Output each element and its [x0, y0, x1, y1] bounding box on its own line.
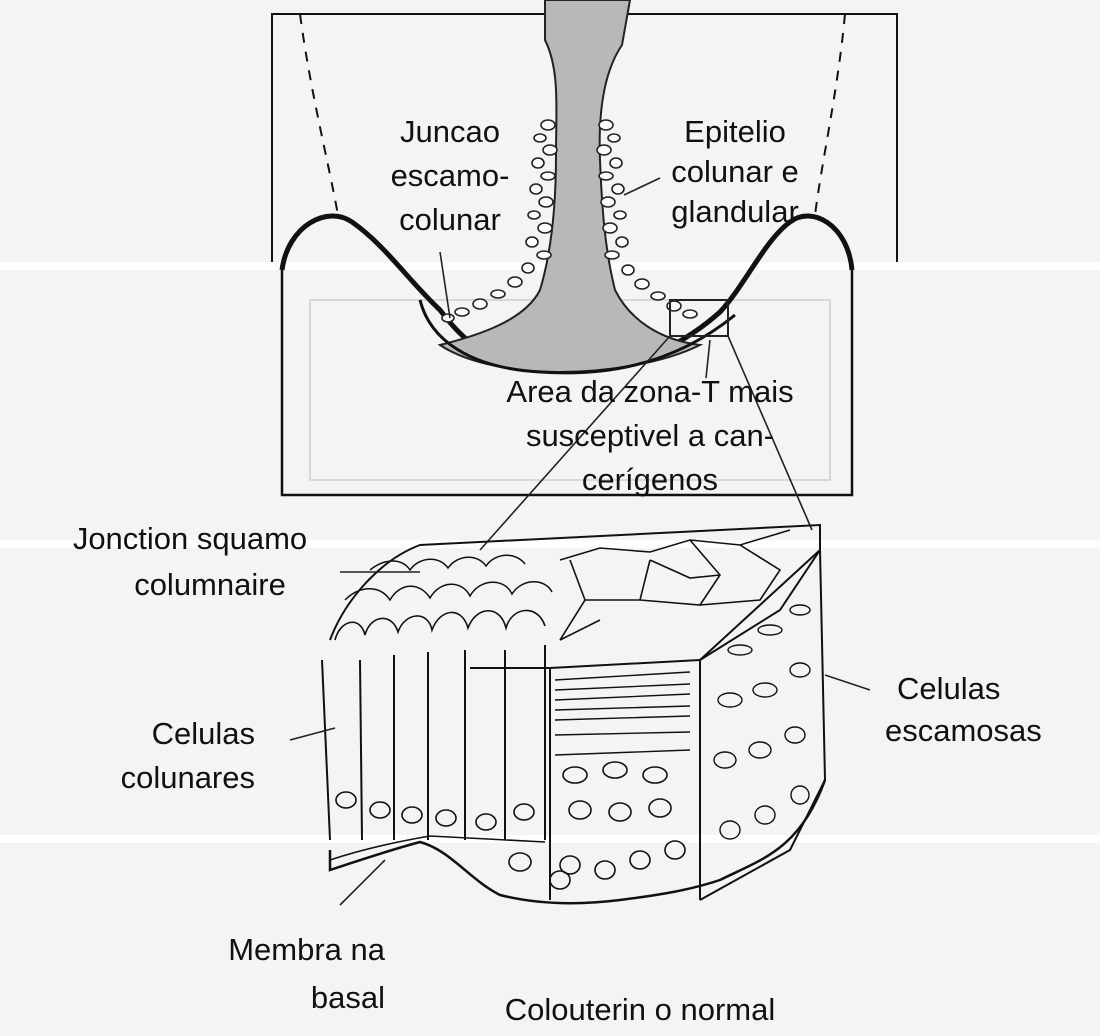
- squamous-layers: [555, 672, 690, 755]
- leader-membrana: [340, 860, 385, 905]
- label-celulas-colunares: Celulas colunares: [80, 712, 255, 800]
- label-jonction: Jonction squamo columnaire: [55, 516, 325, 608]
- label-epitelio-line3: glandular: [650, 192, 820, 232]
- right-face-cells: [714, 605, 810, 839]
- label-membrana-basal: Membra na basal: [185, 926, 385, 1022]
- columnar-top-rows: [345, 555, 552, 600]
- label-colunares-line2: colunares: [80, 756, 255, 800]
- squamous-top-polygons: [560, 530, 790, 640]
- label-area-zona-t: Area da zona-T mais susceptivel a can- c…: [480, 370, 820, 502]
- tissue-block: [322, 525, 825, 903]
- label-epitelio-line2: colunar e: [650, 152, 820, 192]
- basal-membrane: [330, 780, 825, 903]
- squamous-nuclei: [560, 762, 685, 879]
- block-top-surface: [330, 525, 820, 668]
- label-area-line1: Area da zona-T mais: [480, 370, 820, 414]
- leader-colunares: [290, 728, 335, 740]
- label-area-line2: susceptivel a can-: [480, 414, 820, 458]
- label-juncao: Juncao escamo- colunar: [345, 110, 555, 242]
- squamous-front-face: [550, 660, 700, 900]
- label-epitelio-line1: Epitelio: [650, 112, 820, 152]
- columnar-cells: [322, 645, 545, 840]
- label-epitelio: Epitelio colunar e glandular: [650, 112, 820, 232]
- caption: Colouterin o normal: [485, 992, 795, 1028]
- label-membrana-line1: Membra na: [185, 926, 385, 974]
- leader-escamosas: [825, 675, 870, 690]
- label-celulas-escamosas: Celulas escamosas: [885, 668, 1075, 752]
- label-jonction-line2: columnaire: [55, 562, 325, 608]
- label-juncao-line2: escamo-: [345, 154, 555, 198]
- label-area-line3: cerígenos: [480, 458, 820, 502]
- basal-nuclei: [509, 853, 570, 889]
- columnar-top-bumps: [335, 610, 545, 640]
- label-juncao-line3: colunar: [345, 198, 555, 242]
- label-colunares-line1: Celulas: [80, 712, 255, 756]
- label-juncao-line1: Juncao: [345, 110, 555, 154]
- block-right-face: [700, 550, 825, 900]
- ectocervix-contour-right: [660, 216, 852, 352]
- label-membrana-line2: basal: [185, 974, 385, 1022]
- label-jonction-line1: Jonction squamo: [55, 516, 325, 562]
- label-escamosas-line2: escamosas: [885, 710, 1075, 752]
- dashed-left: [300, 14, 338, 215]
- label-escamosas-line1: Celulas: [885, 668, 1075, 710]
